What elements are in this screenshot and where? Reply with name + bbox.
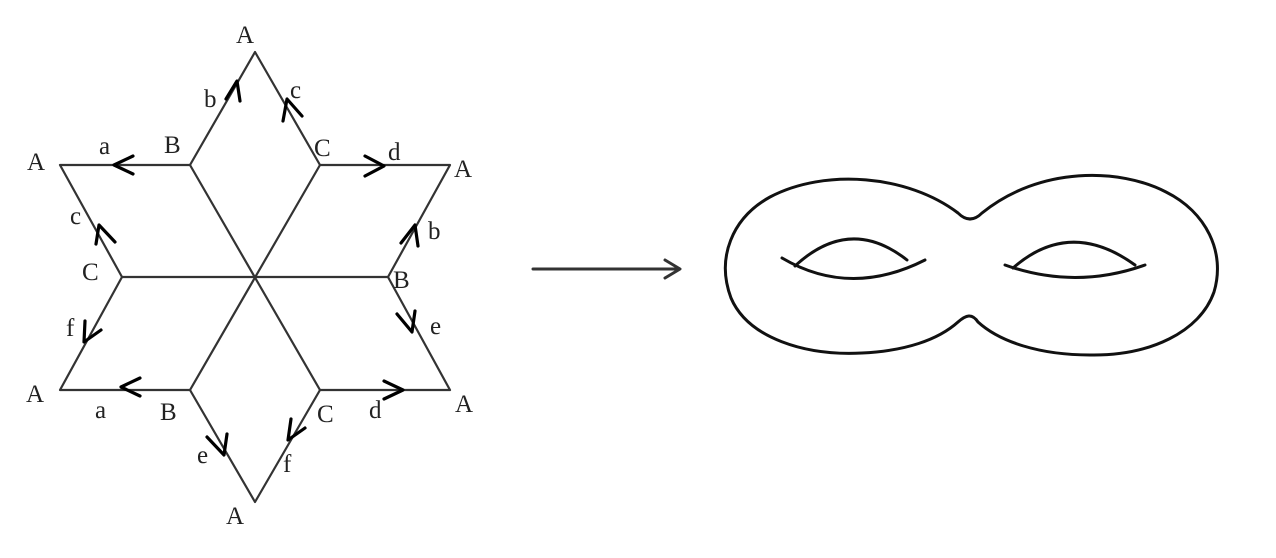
vertex-label-a: A — [236, 22, 254, 49]
vertex-label-c: C — [317, 401, 334, 428]
arrow-e-right — [395, 309, 417, 334]
arrow-d-bottom — [382, 379, 405, 401]
vertex-label-b: B — [393, 267, 410, 294]
arrow-c-top — [281, 97, 304, 123]
left-hole-lower-edge — [780, 256, 927, 280]
vertex-label-a: A — [454, 156, 472, 183]
right-hole-lower-edge — [1003, 263, 1147, 279]
edge-label-b: b — [204, 86, 217, 113]
arrow-d-top — [363, 154, 386, 178]
transformation-arrow — [531, 258, 682, 280]
edge-label-c: c — [70, 203, 81, 230]
edge-label-c: c — [290, 77, 301, 104]
polygon-figure: A A A A A A B B B C C C a b c d b e f e … — [26, 22, 473, 530]
edge-label-f: f — [66, 315, 75, 342]
vertex-label-c: C — [314, 135, 331, 162]
right-hole-upper-edge — [1011, 240, 1137, 270]
edge-label-e: e — [197, 442, 208, 469]
edge-label-a: a — [99, 133, 110, 160]
vertex-label-a: A — [455, 391, 473, 418]
arrow-b-right — [399, 223, 420, 248]
genus-two-surface — [723, 173, 1219, 357]
left-hole-upper-edge — [793, 237, 909, 268]
arrow-head — [663, 258, 682, 280]
edge-label-a: a — [95, 397, 106, 424]
arrow-a-top — [112, 154, 135, 176]
vertex-label-a: A — [26, 381, 44, 408]
vertex-label-b: B — [160, 399, 177, 426]
arrow-e-bottom — [205, 432, 229, 457]
arrow-a-bottom — [119, 376, 142, 398]
vertex-label-b: B — [164, 132, 181, 159]
polygon-outline — [58, 50, 452, 504]
arrow-b-top — [224, 79, 242, 103]
vertex-label-a: A — [226, 503, 244, 530]
arrow-f-left — [82, 319, 103, 344]
edge-label-e: e — [430, 313, 441, 340]
edge-label-d: d — [388, 139, 401, 166]
edge-label-b: b — [428, 218, 441, 245]
vertex-label-a: A — [27, 149, 45, 176]
edge-label-f: f — [283, 451, 292, 478]
vertex-label-c: C — [82, 259, 99, 286]
edge-label-d: d — [369, 397, 382, 424]
surface-outline — [723, 173, 1219, 357]
arrow-f-bottom — [286, 417, 307, 442]
arrow-c-left — [94, 223, 117, 246]
